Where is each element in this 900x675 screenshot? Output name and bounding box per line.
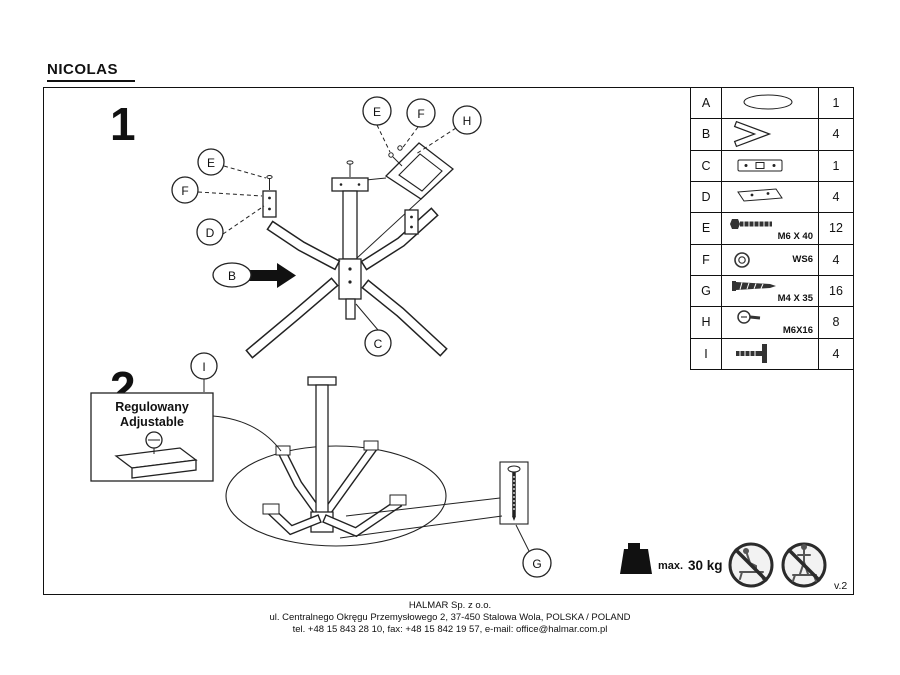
callout-d: D [196, 218, 224, 246]
part-size-label: M6 X 40 [777, 230, 813, 242]
part-letter: B [691, 119, 722, 150]
part-qty: 4 [832, 127, 840, 142]
callout-f1-letter: F [181, 184, 188, 198]
callout-c-letter: C [374, 337, 383, 351]
step-1-number: 1 [110, 98, 136, 150]
adjustable-label-en: Adjustable [120, 415, 184, 429]
table-row: C 1 [691, 150, 853, 182]
callout-b: B [212, 262, 252, 288]
step-1-diagram: 1 [110, 96, 482, 359]
part-icon-cell: WS6 [722, 244, 819, 275]
part-letter: I [691, 338, 722, 369]
part-letter: G [691, 275, 722, 307]
part-letter: C [691, 150, 722, 181]
part-icon-cell [722, 150, 819, 181]
part-size-label: M6X16 [782, 324, 813, 336]
no-standing-sign [781, 542, 827, 588]
callout-i: I [190, 352, 218, 380]
callout-e1: E [197, 148, 225, 176]
callout-g-letter: G [532, 557, 541, 571]
plate-d-detail [262, 175, 277, 218]
table-row: I 4 [691, 338, 853, 370]
part-letter: F [691, 244, 722, 275]
table-row: F WS6 4 [691, 244, 853, 276]
part-qty: 4 [832, 252, 840, 267]
company-address: ul. Centralnego Okręgu Przemysłowego 2, … [269, 612, 631, 623]
callout-e2: E [362, 96, 392, 126]
part-icon-cell: M4 X 35 [722, 275, 819, 307]
part-qty: 12 [829, 221, 843, 236]
part-qty: 1 [832, 158, 840, 173]
product-name: NICOLAS [47, 61, 118, 78]
part-letter: E [691, 213, 722, 244]
foot-bolt-icon [736, 343, 767, 363]
company-contact: tel. +48 15 843 28 10, fax: +48 15 842 1… [292, 624, 608, 635]
company-name: HALMAR Sp. z o.o. [408, 600, 492, 611]
tabletop-icon [743, 94, 793, 110]
adjustable-foot-inset: Regulowany Adjustable [90, 392, 214, 482]
callout-b-letter: B [228, 269, 236, 283]
table-row: H M6X16 8 [691, 307, 853, 339]
footer: HALMAR Sp. z o.o. ul. Centralnego Okręgu… [0, 600, 900, 636]
adjustable-label-pl: Regulowany [115, 400, 189, 414]
callout-i-letter: I [202, 360, 205, 374]
table-row: A 1 [691, 88, 853, 120]
plate-right-detail [404, 209, 419, 235]
table-row: E M6 X 40 12 [691, 213, 853, 245]
diagram-frame: 1 [43, 87, 854, 595]
callout-c: C [364, 329, 392, 357]
legs-exploded [245, 207, 448, 359]
part-letter: H [691, 307, 722, 338]
version-label: v.2 [834, 580, 847, 592]
part-icon-cell [722, 119, 819, 150]
screw-g-detail [499, 461, 529, 525]
callout-g: G [522, 548, 552, 578]
max-load-value: 30 kg [688, 558, 723, 573]
no-sitting-sign [728, 542, 774, 588]
assembly-arrow [249, 263, 296, 288]
page-title: NICOLAS [47, 61, 135, 82]
screw-icon [732, 281, 776, 292]
table-row: B 4 [691, 119, 853, 151]
callout-f1: F [171, 176, 199, 204]
callout-h: H [452, 105, 482, 135]
bolt-icon [730, 219, 772, 230]
max-load-label: max. [658, 560, 683, 572]
assembly-diagram: 1 [90, 96, 847, 592]
parts-table: A 1 B 4 [690, 88, 853, 370]
callout-h-letter: H [463, 114, 472, 128]
column-parts [331, 160, 369, 320]
part-qty: 8 [832, 315, 840, 330]
weight-icon [628, 543, 640, 549]
part-qty: 16 [829, 284, 843, 299]
part-letter: D [691, 181, 722, 213]
bracket-inset [384, 142, 455, 200]
part-icon-cell: M6 X 40 [722, 213, 819, 244]
part-size-label: WS6 [792, 253, 813, 265]
table-row: D 4 [691, 181, 853, 214]
step-2-diagram: 2 [90, 352, 552, 578]
part-icon-cell [722, 338, 819, 369]
part-icon-cell: M6X16 [722, 307, 819, 338]
small-bolt-icon [737, 310, 761, 325]
callout-d-letter: D [206, 226, 215, 240]
part-qty: 4 [832, 190, 840, 205]
part-icon-cell [722, 181, 819, 213]
part-icon-cell [722, 88, 819, 119]
callout-e2-letter: E [373, 105, 381, 119]
plate-icon [737, 188, 783, 202]
part-letter: A [691, 88, 722, 119]
max-load: max. 30 kg [620, 543, 723, 574]
part-qty: 4 [832, 346, 840, 361]
part-size-label: M4 X 35 [777, 293, 813, 305]
glass-top-outline [225, 445, 447, 547]
callout-e1-letter: E [207, 156, 215, 170]
leg-icon [733, 121, 772, 148]
bracket-icon [737, 159, 783, 172]
callout-f2: F [406, 98, 436, 128]
table-row: G M4 X 35 16 [691, 275, 853, 308]
callout-f2-letter: F [417, 107, 424, 121]
washer-icon [734, 251, 750, 268]
part-qty: 1 [832, 96, 840, 111]
